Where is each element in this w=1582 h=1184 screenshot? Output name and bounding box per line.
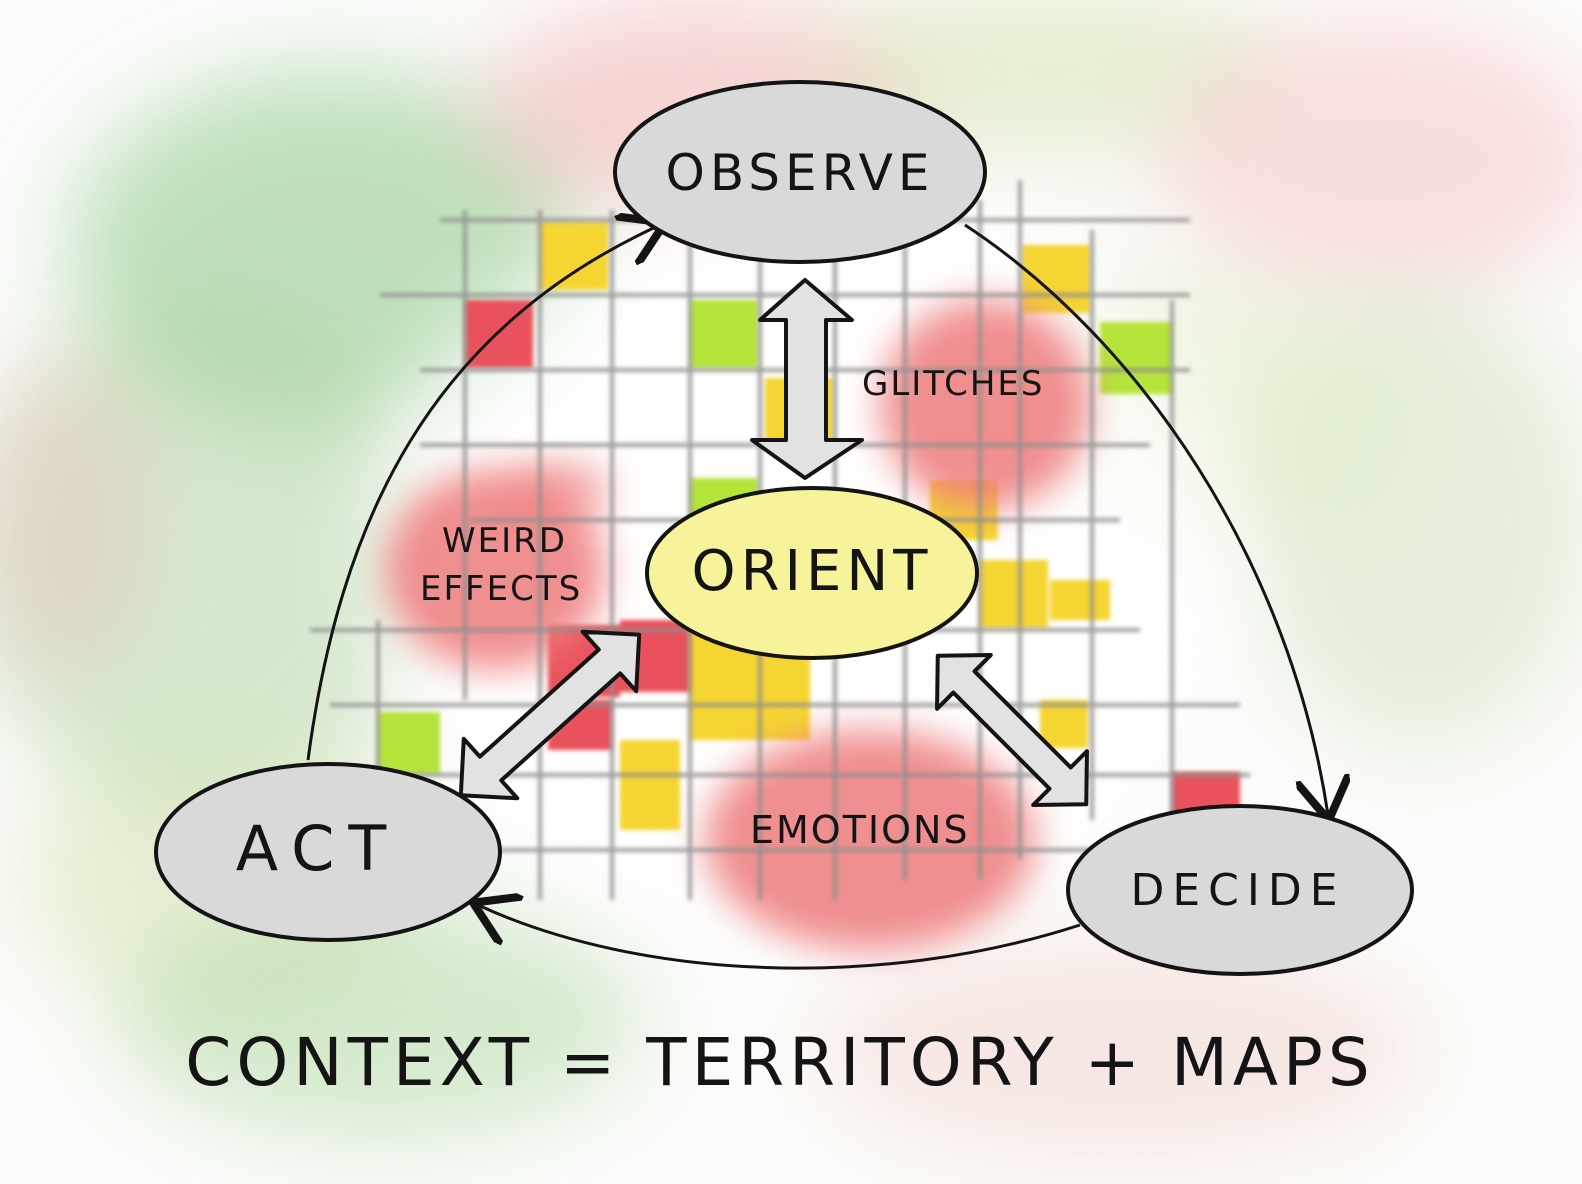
observe-orient-double-arrow [750,278,864,480]
act-label: ACT [236,812,401,885]
node-observe: OBSERVE [613,80,987,264]
orient-act-double-arrow [458,629,642,801]
orient-label: ORIENT [692,539,933,604]
orient-decide-double-arrow [935,653,1089,807]
node-orient: ORIENT [645,486,979,660]
arrow-decide-to-act [478,905,1081,970]
decide-label: DECIDE [1130,865,1345,916]
glitches-label: GLITCHES [862,364,1044,404]
observe-label: OBSERVE [666,144,935,202]
arrow-observe-to-decide [964,223,1328,815]
arrow-act-to-observe [306,225,660,761]
context-caption: CONTEXT = TERRITORY + MAPS [185,1024,1375,1101]
node-decide: DECIDE [1066,804,1414,976]
weird-label-line2: EFFECTS [420,569,582,609]
loop-arrows [306,223,1328,970]
weird-label-line1: WEIRD [442,521,567,561]
node-act: ACT [154,762,502,942]
orient-arrows [458,278,1089,807]
emotions-label: EMOTIONS [750,808,970,852]
